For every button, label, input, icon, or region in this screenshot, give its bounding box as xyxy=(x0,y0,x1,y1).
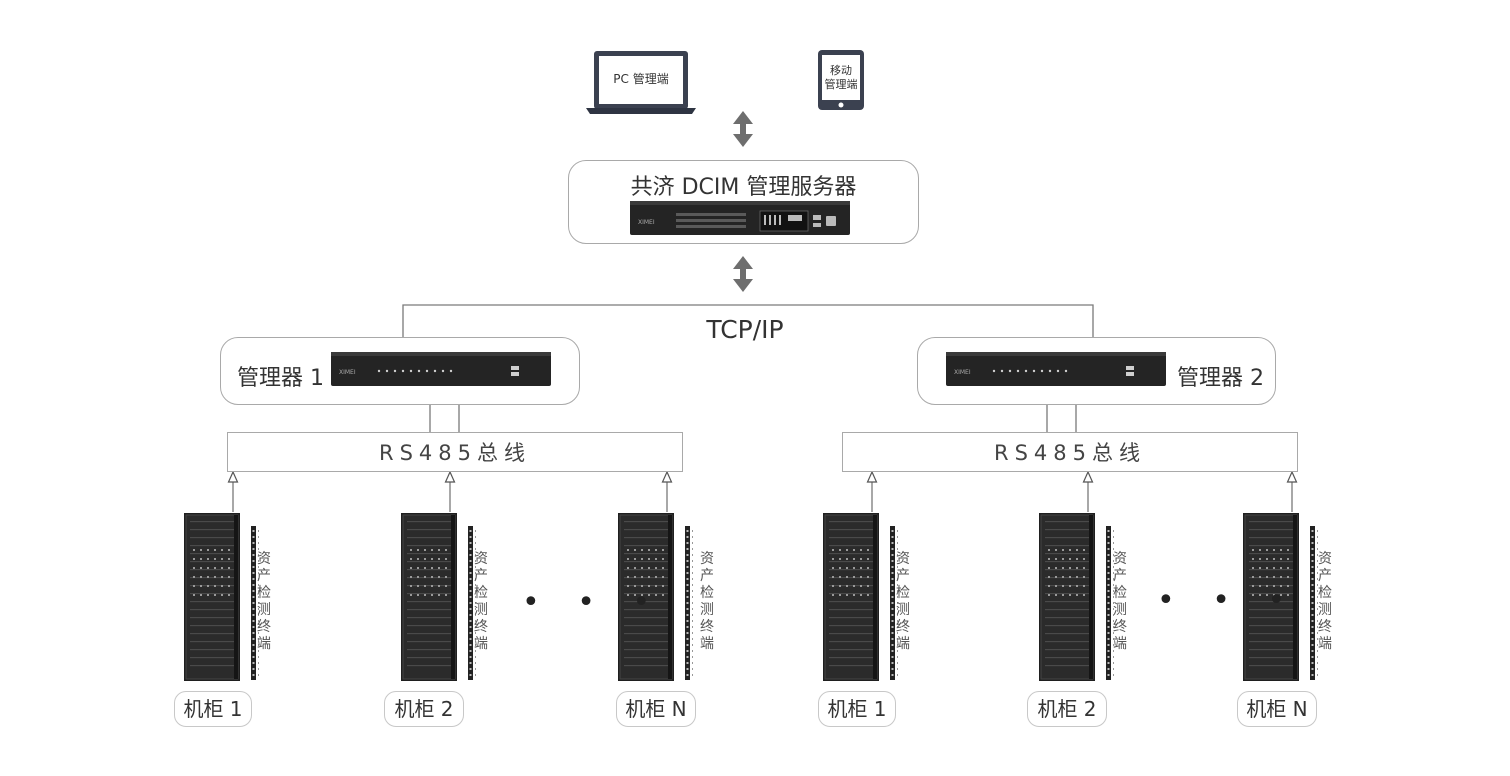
bus-arrow xyxy=(1286,470,1298,483)
mobile-client-label-line1: 移动 xyxy=(830,64,852,77)
manager-2-label: 管理器 2 xyxy=(1177,366,1264,391)
bus-arrow xyxy=(444,470,456,483)
server-network-double-arrow xyxy=(733,256,753,292)
server-rack-icon xyxy=(1243,513,1299,681)
cabinet-label: 机柜 N xyxy=(616,691,696,727)
rs485-bus-label: RS485总线 xyxy=(378,441,531,465)
pc-client-label: PC 管理端 xyxy=(613,72,669,86)
svg-text:XIMEI: XIMEI xyxy=(954,369,971,376)
asset-terminal-label: 资产检测终端 xyxy=(896,551,910,652)
rack-server-device-icon: XIMEI xyxy=(630,201,850,235)
rs485-bus-left: RS485总线 xyxy=(227,432,683,472)
asset-terminal-strip-icon xyxy=(468,526,476,680)
cabinet-label: 机柜 2 xyxy=(1027,691,1107,727)
svg-text:XIMEI: XIMEI xyxy=(638,219,655,226)
tcpip-link xyxy=(402,304,1094,337)
server-rack-icon xyxy=(184,513,240,681)
svg-text:XIMEI: XIMEI xyxy=(339,369,356,376)
asset-terminal-label: 资产检测终端 xyxy=(474,551,488,652)
bus-arrow xyxy=(1082,470,1094,483)
cabinet-label: 机柜 1 xyxy=(818,691,896,727)
tcpip-label: TCP/IP xyxy=(706,315,784,344)
tablet-icon xyxy=(818,50,864,110)
mobile-client-label: 移动 管理端 xyxy=(817,64,865,92)
asset-terminal-strip-icon xyxy=(890,526,898,680)
asset-terminal-label: 资产检测终端 xyxy=(700,551,714,652)
bus-arrow xyxy=(227,470,239,483)
asset-terminal-strip-icon xyxy=(1310,526,1318,680)
server-rack-icon xyxy=(1039,513,1095,681)
asset-terminal-strip-icon xyxy=(685,526,693,680)
ellipsis-left: • • • xyxy=(522,585,665,620)
laptop-icon xyxy=(586,51,696,114)
cabinet-label: 机柜 N xyxy=(1237,691,1317,727)
manager-1-box: 管理器 1 XIMEI xyxy=(220,337,580,405)
manager-device-icon: XIMEI xyxy=(331,352,551,386)
client-server-double-arrow xyxy=(733,111,753,147)
manager-2-box: XIMEI 管理器 2 xyxy=(917,337,1276,405)
server-rack-icon xyxy=(823,513,879,681)
cabinet-label: 机柜 1 xyxy=(174,691,252,727)
cabinet-label: 机柜 2 xyxy=(384,691,464,727)
dcim-server-box: 共济 DCIM 管理服务器 XIMEI xyxy=(568,160,919,244)
server-rack-icon xyxy=(401,513,457,681)
server-rack-icon xyxy=(618,513,674,681)
asset-terminal-label: 资产检测终端 xyxy=(1318,551,1332,652)
bus-arrow xyxy=(661,470,673,483)
manager-device-icon: XIMEI xyxy=(946,352,1166,386)
rs485-bus-right: RS485总线 xyxy=(842,432,1298,472)
asset-terminal-strip-icon xyxy=(251,526,259,680)
asset-terminal-label: 资产检测终端 xyxy=(1113,551,1127,652)
dcim-server-title: 共济 DCIM 管理服务器 xyxy=(630,175,857,200)
bus-arrow xyxy=(866,470,878,483)
asset-terminal-label: 资产检测终端 xyxy=(257,551,271,652)
rs485-bus-label: RS485总线 xyxy=(993,441,1146,465)
asset-terminal-strip-icon xyxy=(1106,526,1114,680)
ellipsis-right: • • • xyxy=(1157,583,1300,618)
manager-1-label: 管理器 1 xyxy=(237,366,324,391)
mobile-client-label-line2: 管理端 xyxy=(824,78,858,91)
